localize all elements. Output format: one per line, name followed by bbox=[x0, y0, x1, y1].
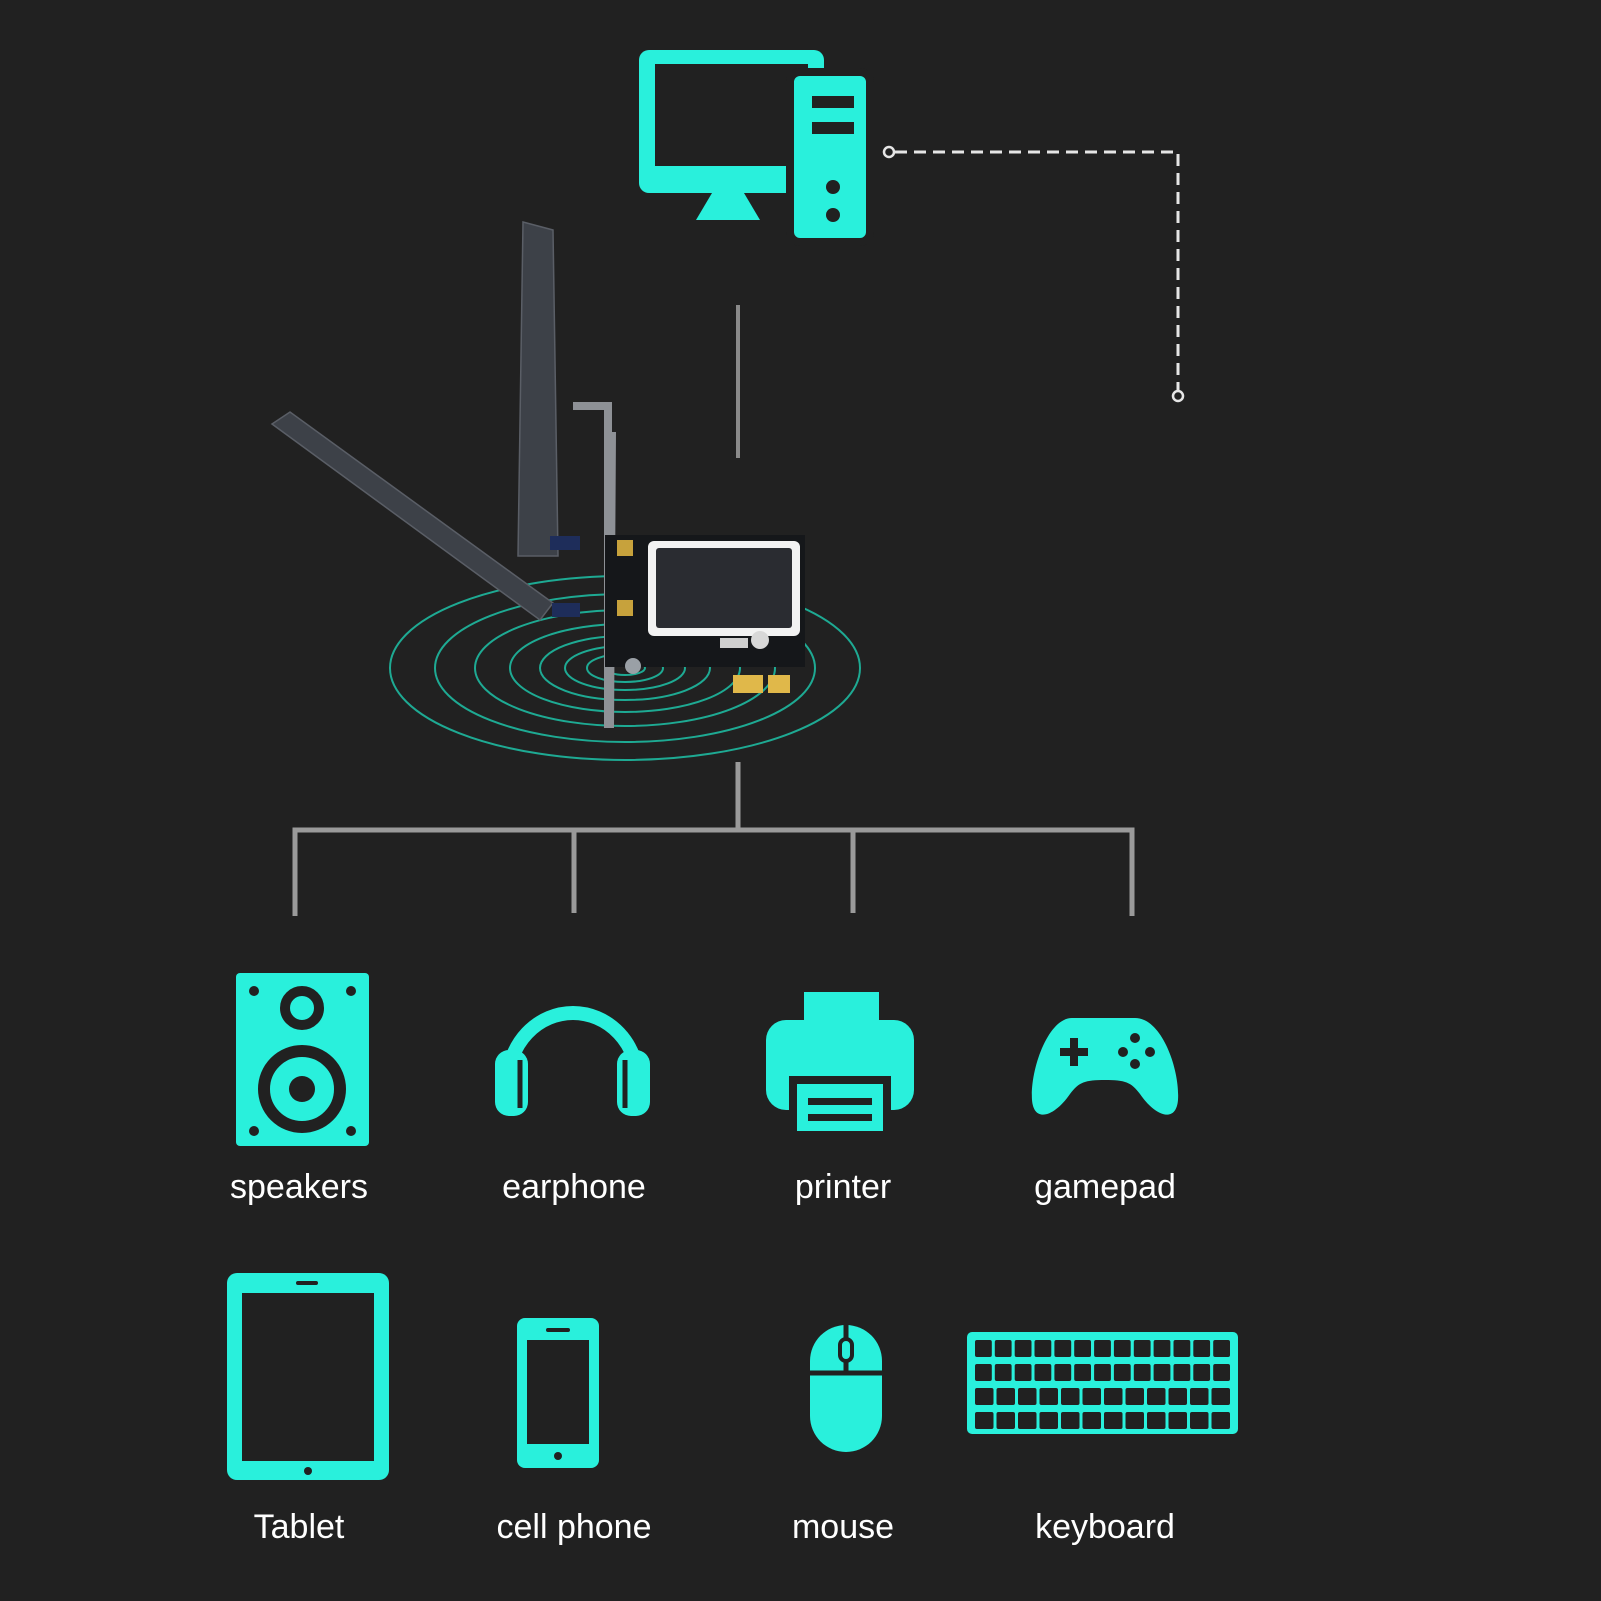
keyboard-keys bbox=[975, 1340, 1230, 1429]
dashed-connector bbox=[882, 145, 1185, 403]
mouse-icon bbox=[810, 1325, 882, 1452]
headphones-icon bbox=[495, 1006, 650, 1116]
device-label-gamepad: gamepad bbox=[1034, 1168, 1176, 1206]
keyboard-icon bbox=[967, 1332, 1238, 1434]
device-label-cell-phone: cell phone bbox=[496, 1508, 652, 1546]
desktop-computer-icon bbox=[639, 50, 874, 246]
gamepad-icon bbox=[1031, 1018, 1179, 1115]
cell-phone-icon bbox=[517, 1318, 599, 1468]
pcie-wifi-adapter-card bbox=[270, 221, 861, 761]
device-label-speakers: speakers bbox=[230, 1168, 368, 1206]
speaker-icon bbox=[236, 973, 369, 1146]
signal-rings bbox=[389, 575, 861, 761]
tree-connector bbox=[292, 762, 1135, 916]
printer-icon bbox=[766, 992, 914, 1139]
device-label-mouse: mouse bbox=[791, 1508, 895, 1546]
device-label-tablet: Tablet bbox=[253, 1508, 345, 1546]
tablet-icon bbox=[227, 1273, 389, 1480]
device-label-printer: printer bbox=[794, 1168, 892, 1206]
device-label-earphone: earphone bbox=[502, 1168, 646, 1206]
device-label-keyboard: keyboard bbox=[1035, 1508, 1175, 1546]
